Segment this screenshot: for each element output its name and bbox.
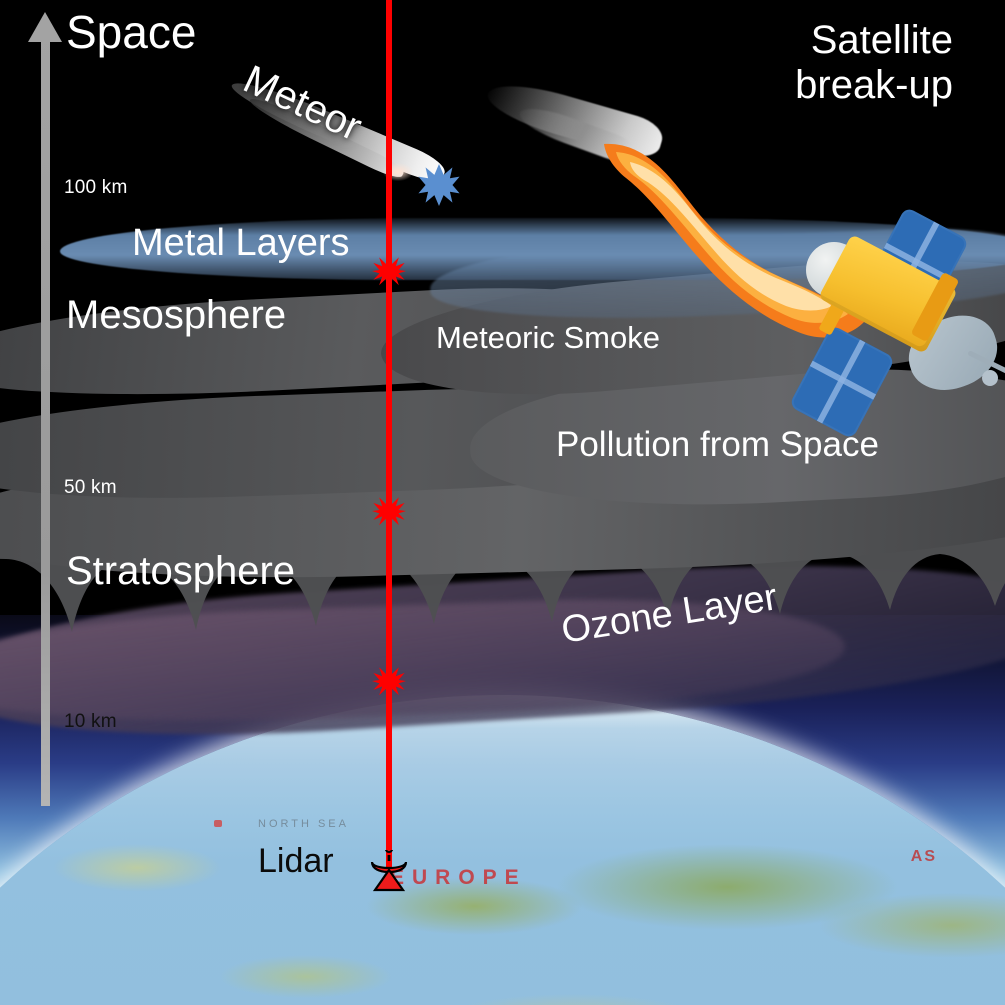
lidar-beam [386,0,392,878]
lidar-dish-icon[interactable] [366,850,412,894]
satellite-boom-tip [982,370,998,386]
altitude-tick-100km: 100 km [64,177,128,198]
satellite-reentry-flame [604,143,864,338]
altitude-tick-50km: 50 km [64,477,117,498]
label-stratosphere: Stratosphere [66,549,296,593]
label-meteoric-smoke: Meteoric Smoke [436,320,660,355]
label-space: Space [66,6,197,58]
label-mesosphere: Mesosphere [66,293,287,337]
map-label-europe: EUROPE [390,866,527,889]
label-meteor: Meteor [236,57,369,150]
map-label-north-sea: NORTH SEA [258,818,349,830]
altitude-arrow-head-icon [28,12,62,42]
label-metal-layers: Metal Layers [132,222,350,264]
altitude-arrow-shaft [41,26,50,806]
altitude-tick-10km: 10 km [64,711,117,732]
map-city-dot [214,820,222,827]
label-pollution-from-space: Pollution from Space [556,425,879,464]
label-satellite-breakup-line1: Satellite [810,18,953,62]
label-lidar: Lidar [258,842,334,880]
label-satellite-breakup-line2: break-up [795,62,953,107]
map-label-asia: AS [910,848,937,865]
